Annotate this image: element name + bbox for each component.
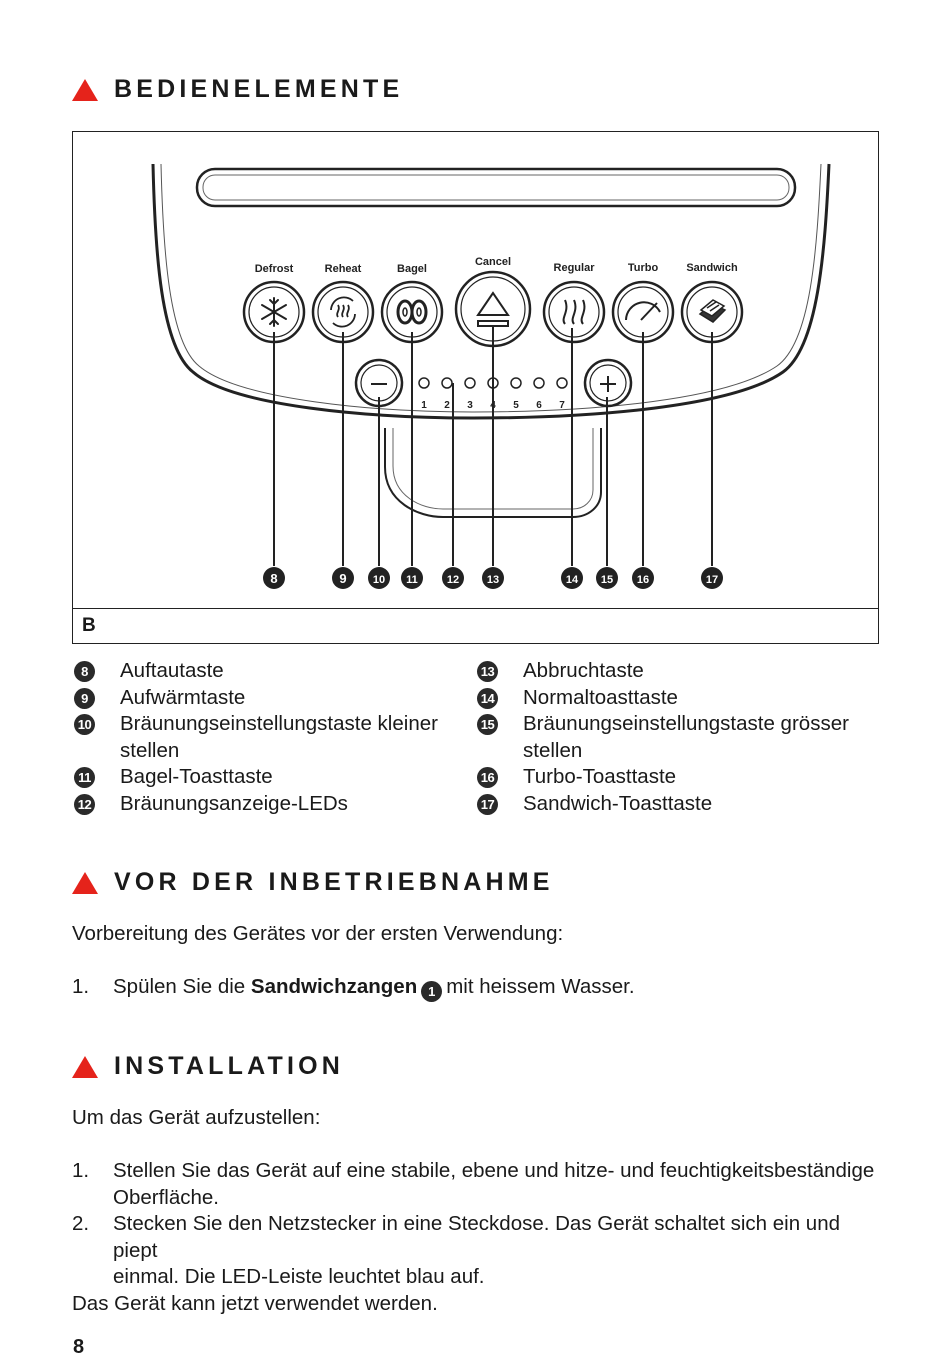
label-sandwich: Sandwich — [686, 262, 738, 274]
browning-led-bar — [418, 377, 568, 389]
callout-badge: 12 — [442, 567, 464, 589]
led-6 — [533, 377, 545, 389]
gauge-icon — [625, 301, 661, 321]
svg-text:16: 16 — [637, 574, 649, 586]
control-panel-figure: Defrost Reheat Bagel Cancel Regular Turb… — [72, 131, 879, 644]
section-title-controls: BEDIENELEMENTE — [72, 75, 403, 104]
led-number: 1 — [421, 400, 427, 411]
svg-text:11: 11 — [406, 574, 418, 586]
led-number: 7 — [559, 400, 565, 411]
lever-channel — [384, 428, 602, 518]
led-number: 2 — [444, 400, 450, 411]
figure-caption-bar: B — [73, 608, 878, 644]
label-turbo: Turbo — [628, 262, 659, 274]
svg-text:8: 8 — [270, 571, 277, 586]
led-number: 5 — [513, 400, 519, 411]
installation-intro: Um das Gerät aufzustellen: — [72, 1106, 321, 1129]
callout-badge: 13 — [482, 567, 504, 589]
figure-caption: B — [82, 615, 96, 636]
section-title-installation: INSTALLATION — [72, 1052, 344, 1081]
label-bagel: Bagel — [397, 263, 427, 275]
installation-steps: 1. Stellen Sie das Gerät auf eine stabil… — [72, 1158, 882, 1291]
callout-badge: 16 — [632, 567, 654, 589]
regular-button[interactable] — [542, 280, 606, 344]
browning-increase-button[interactable] — [583, 358, 633, 408]
turbo-button[interactable] — [611, 280, 675, 344]
lever-channel-inner — [392, 428, 594, 510]
led-7 — [556, 377, 568, 389]
page-number: 8 — [73, 1336, 85, 1358]
reheat-button[interactable] — [311, 280, 375, 344]
sandwich-icon — [698, 299, 727, 323]
label-defrost: Defrost — [255, 263, 294, 275]
reheat-steam-icon — [330, 296, 356, 328]
svg-text:15: 15 — [601, 574, 613, 586]
bread-slot-inner — [202, 174, 790, 201]
svg-text:10: 10 — [373, 574, 385, 586]
callout-badge: 14 — [561, 567, 583, 589]
section-title-before-use: VOR DER INBETRIEBNAHME — [72, 868, 554, 897]
plus-icon — [600, 376, 616, 392]
bagel-icon — [396, 299, 428, 325]
toaster-body-inner-outline — [160, 163, 822, 413]
led-number: 3 — [467, 400, 473, 411]
step-item: 2. Stecken Sie den Netzstecker in eine S… — [72, 1212, 840, 1288]
svg-text:17: 17 — [706, 574, 718, 586]
led-3 — [464, 377, 476, 389]
callout-badge: 15 — [596, 567, 618, 589]
led-5 — [510, 377, 522, 389]
steam-icon — [562, 299, 586, 325]
led-number: 6 — [536, 400, 542, 411]
eject-icon — [476, 291, 510, 327]
callout-badge: 11 — [401, 567, 423, 589]
warning-triangle-icon — [72, 1055, 98, 1078]
svg-text:14: 14 — [566, 574, 579, 586]
callout-badge: 8 — [263, 567, 285, 589]
label-cancel: Cancel — [475, 256, 511, 268]
before-use-intro: Vorbereitung des Gerätes vor der ersten … — [72, 922, 564, 945]
label-reheat: Reheat — [325, 263, 362, 275]
svg-text:13: 13 — [487, 574, 499, 586]
warning-triangle-icon — [72, 78, 98, 101]
callout-badge: 17 — [701, 567, 723, 589]
browning-decrease-button[interactable] — [354, 358, 404, 408]
warning-triangle-icon — [72, 871, 98, 894]
sandwich-button[interactable] — [680, 280, 744, 344]
led-2 — [441, 377, 453, 389]
svg-text:9: 9 — [339, 571, 346, 586]
snowflake-icon — [261, 297, 287, 327]
svg-text:12: 12 — [447, 574, 459, 586]
label-regular: Regular — [554, 262, 596, 274]
installation-outro: Das Gerät kann jetzt verwendet werden. — [72, 1292, 438, 1315]
callout-badge: 9 — [332, 567, 354, 589]
bread-slot — [195, 167, 797, 208]
led-1 — [418, 377, 430, 389]
cancel-button[interactable] — [454, 270, 532, 348]
part-reference-badge: 1 — [421, 981, 443, 1002]
control-panel-drawing: Defrost Reheat Bagel Cancel Regular Turb… — [151, 163, 831, 589]
toaster-body-outline — [151, 163, 831, 420]
step-item: 1. Stellen Sie das Gerät auf eine stabil… — [72, 1159, 875, 1209]
callout-badge: 10 — [368, 567, 390, 589]
